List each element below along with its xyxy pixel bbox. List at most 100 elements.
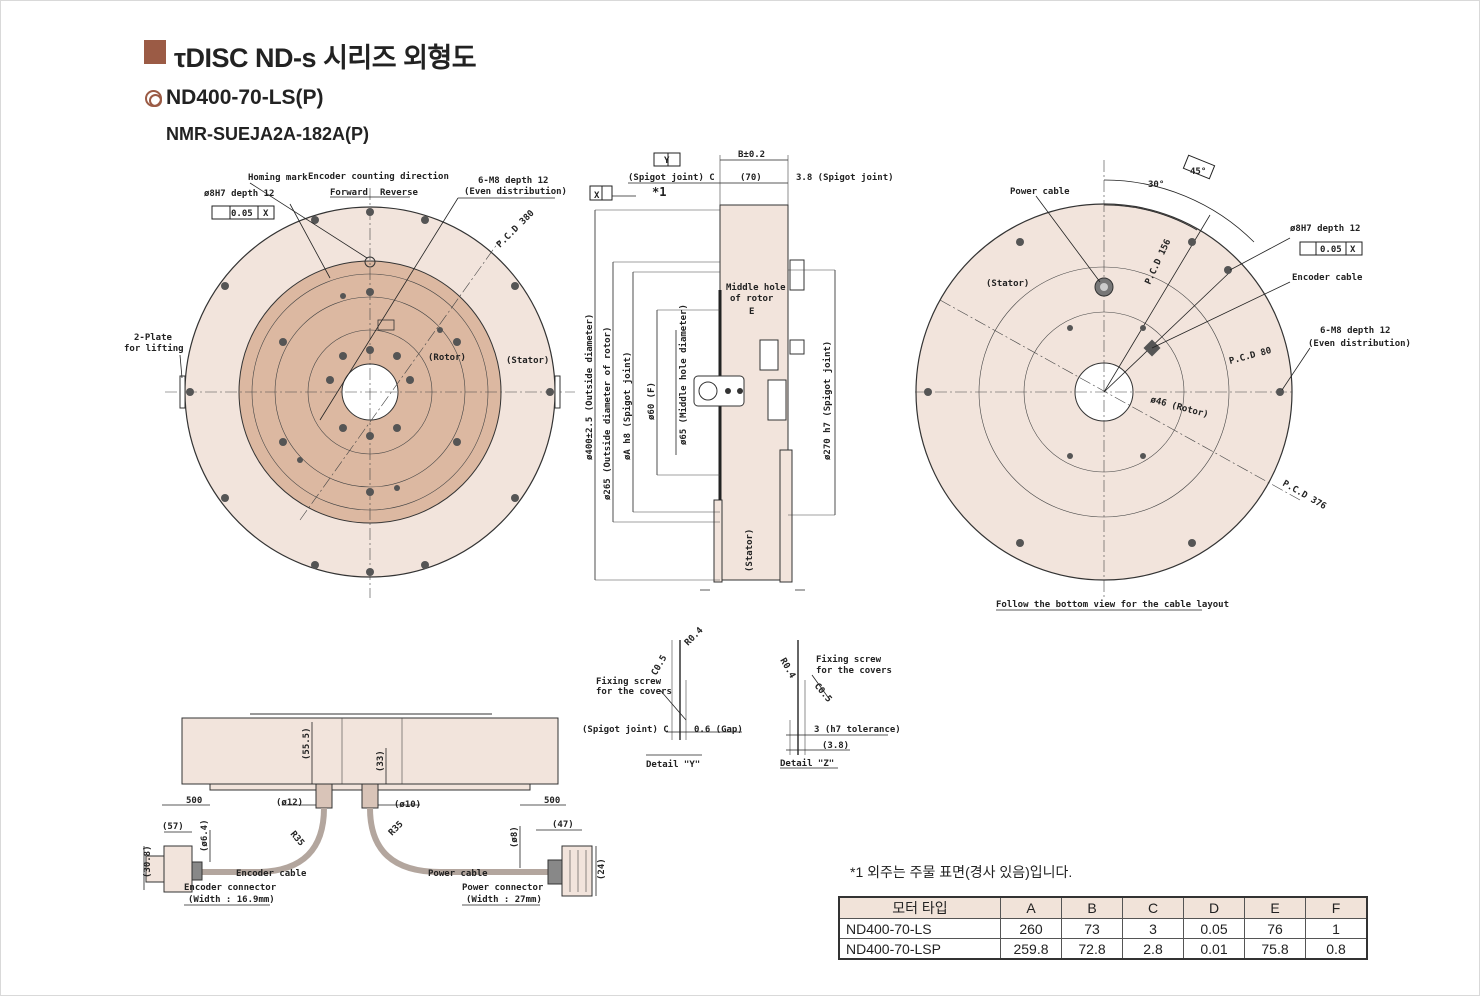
side-stator-label: (Stator) [745, 529, 755, 572]
cell-a: 259.8 [1000, 938, 1062, 960]
dim-30-label: (30.8) [143, 845, 153, 878]
datum-x-label: X [594, 191, 600, 201]
of-rotor-label: of rotor [730, 294, 774, 304]
dia-12-label: (ø12) [276, 798, 303, 808]
power-width-label: (Width : 27mm) [466, 894, 542, 905]
model-name: ND400-70-LS(P) [166, 86, 324, 109]
spigot-right-label: 3.8 (Spigot joint) [796, 172, 894, 183]
bottom-pin-hole-label: ø8H7 depth 12 [1290, 224, 1360, 234]
spec-table: 모터 타입 A B C D E F ND400-70-LS 260 73 3 0… [838, 896, 1368, 960]
middle-hole-label: Middle hole [726, 282, 786, 293]
detail-y-r04: R0.4 [683, 625, 706, 648]
length-right-label: 500 [544, 796, 560, 806]
angle-45-label: 45° [1190, 167, 1206, 177]
through-hole-label: ø60 (F) [647, 382, 657, 420]
dim-64-label: (ø6.4) [200, 819, 210, 852]
height-55-label: (55.5) [302, 727, 312, 760]
col-e: E [1244, 896, 1306, 919]
col-model-type: 모터 타입 [838, 896, 1001, 919]
rotor-label: (Rotor) [428, 353, 466, 363]
dim-48-label: (ø8) [510, 826, 520, 848]
cell-model: ND400-70-LSP [838, 938, 1001, 960]
middle-hole-dia-label: ø65 (Middle hole diameter) [678, 304, 689, 445]
detail-z: Fixing screw for the covers R0.4 C0.5 3 … [777, 640, 901, 769]
power-connector-label: Power connector [462, 883, 544, 893]
tolerance-value: 0.05 [231, 209, 253, 219]
bottom-stator-label: (Stator) [986, 279, 1029, 289]
detail-y-for-covers: for the covers [596, 687, 672, 697]
cell-f: 1 [1305, 918, 1368, 939]
detail-z-r04: R0.4 [777, 657, 797, 681]
dim-24-label: (24) [597, 858, 607, 880]
detail-z-width: (3.8) [822, 741, 849, 751]
side-view: Y (Spigot joint) C (70) B±0.2 3.8 (Spigo… [584, 150, 894, 591]
footnote: *1 외주는 주물 표면(경사 있음)입니다. [850, 864, 1073, 880]
dim-57-label: (57) [162, 822, 184, 832]
bottom-view: Power cable 45° 30° ø8H7 depth 12 0.05 X… [915, 154, 1411, 611]
cell-a: 260 [1000, 918, 1062, 939]
bottom-even-distribution-label: (Even distribution) [1308, 338, 1411, 349]
bottom-view-caption: Follow the bottom view for the cable lay… [996, 599, 1229, 610]
encoder-connector-label: Encoder connector [184, 883, 277, 893]
cell-d: 0.05 [1183, 918, 1245, 939]
power-cable-label: Power cable [1010, 187, 1070, 197]
pcd-376-label: P.C.D 376 [1281, 479, 1328, 512]
col-d: D [1183, 896, 1245, 919]
dim-47-label: (47) [552, 820, 574, 830]
col-c: C [1122, 896, 1184, 919]
cell-model: ND400-70-LS [838, 918, 1001, 939]
overall-b-label: B±0.2 [738, 150, 765, 160]
detail-y: Fixing screw for the covers (Spigot join… [582, 625, 743, 770]
cell-b: 72.8 [1061, 938, 1123, 960]
length-left-label: 500 [186, 796, 202, 806]
pin-hole-label: ø8H7 depth 12 [204, 189, 274, 199]
cell-e: 76 [1244, 918, 1306, 939]
datum-y-label: Y [664, 156, 670, 166]
detail-y-c05: C0.5 [650, 654, 670, 678]
e-label: E [749, 307, 754, 317]
width-70-label: (70) [740, 173, 762, 183]
detail-z-for-covers: for the covers [816, 666, 892, 676]
angle-30-label: 30° [1148, 180, 1164, 190]
power-cable-label: Power cable [428, 869, 488, 879]
encoder-cable-label: Encoder cable [236, 869, 307, 879]
detail-z-title: Detail "Z" [780, 758, 834, 769]
table-row: ND400-70-LSP 259.8 72.8 2.8 0.01 75.8 0.… [838, 938, 1368, 960]
forward-label: Forward [330, 188, 368, 198]
outside-diameter-label: ø400±2.5 (Outside diameter) [584, 314, 595, 460]
tapped-holes-label: 6-M8 depth 12 [478, 176, 548, 186]
detail-z-tolerance: 3 (h7 tolerance) [814, 725, 901, 735]
encoder-width-label: (Width : 16.9mm) [188, 894, 275, 905]
model-code: NMR-SUEJA2A-182A(P) [166, 124, 370, 144]
dia-10-label: (ø10) [394, 800, 421, 810]
cell-e: 75.8 [1244, 938, 1306, 960]
reverse-label: Reverse [380, 188, 419, 198]
cell-f: 0.8 [1305, 938, 1368, 960]
series-title: τDISC ND-s 시리즈 외형도 [174, 43, 477, 73]
pcd-label: P.C.D 380 [495, 209, 537, 251]
spigot-left-label: (Spigot joint) C [628, 172, 715, 183]
note-marker: *1 [652, 185, 666, 199]
datum-label: X [263, 209, 269, 219]
encoder-direction-label: Encoder counting direction [308, 171, 449, 182]
spec-table-header: 모터 타입 A B C D E F [838, 896, 1368, 919]
spigot-a-label: øA h8 (Spigot joint) [622, 352, 633, 460]
bend-right-label: R35 [387, 820, 406, 839]
detail-z-c05: C0.5 [812, 682, 834, 705]
cell-c: 3 [1122, 918, 1184, 939]
double-circle-icon [145, 90, 162, 107]
detail-z-fixing-screw: Fixing screw [816, 654, 882, 665]
col-f: F [1305, 896, 1368, 919]
col-b: B [1061, 896, 1123, 919]
stator-label: (Stator) [506, 356, 549, 366]
homing-mark-label: Homing mark [248, 172, 308, 183]
detail-y-title: Detail "Y" [646, 759, 700, 770]
detail-y-gap: 0.6 (Gap) [694, 725, 743, 735]
bottom-tapped-holes-label: 6-M8 depth 12 [1320, 326, 1390, 336]
table-row: ND400-70-LS 260 73 3 0.05 76 1 [838, 918, 1368, 939]
even-distribution-label: (Even distribution) [464, 186, 567, 197]
rotor-diameter-label: ø265 (Outside diameter of rotor) [602, 327, 613, 500]
cable-view: 500 500 (ø12) (ø10) (55.5) (33) (57) (ø6… [143, 713, 607, 906]
motor-profile [181, 717, 559, 785]
